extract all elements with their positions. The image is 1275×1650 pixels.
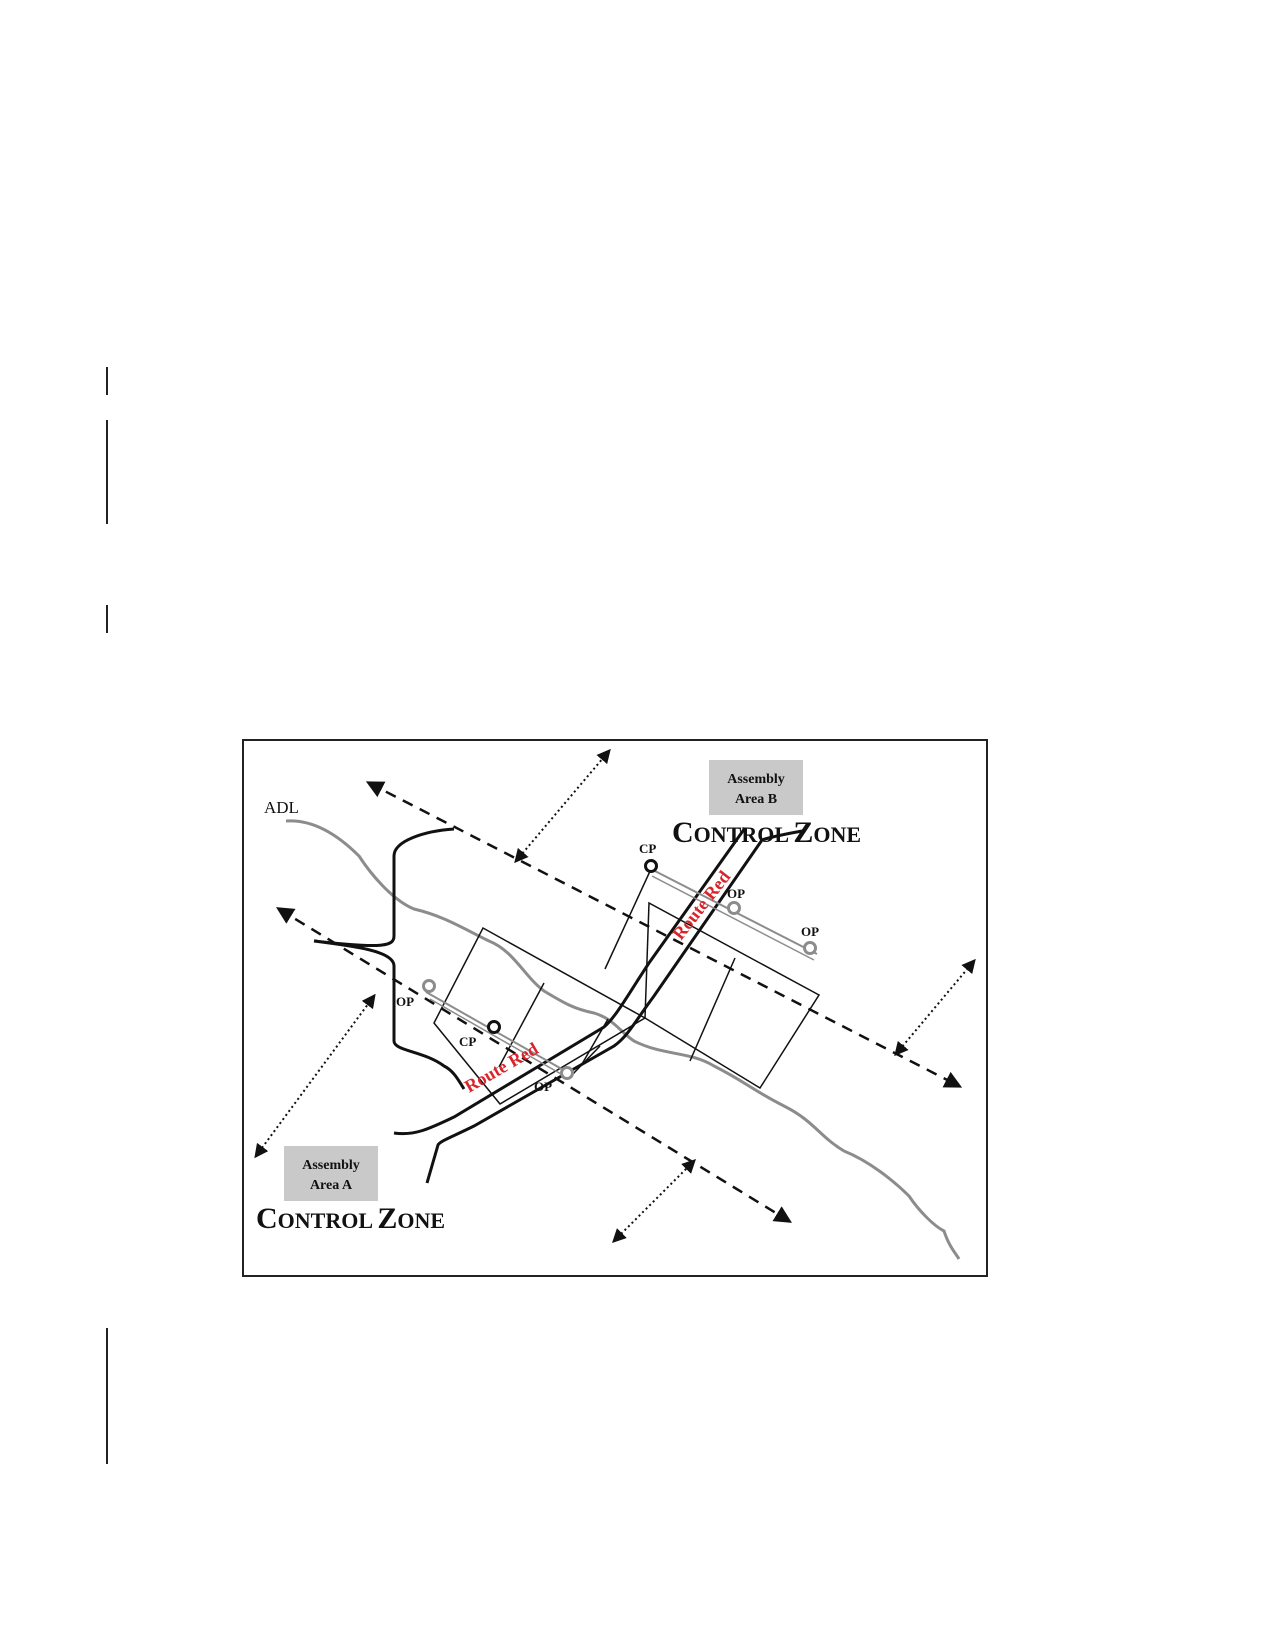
dotted-arrow-top xyxy=(514,748,611,864)
assembly-area-b-box xyxy=(709,760,803,815)
control-zone-diagram: CP CP OP OP OP OP ADL Route Red Route Re… xyxy=(254,748,976,1260)
route-red-road-edge-1 xyxy=(393,827,747,1136)
op-label-lower-1: OP xyxy=(396,994,414,1009)
dashed-boundary-lower xyxy=(276,907,792,1223)
assembly-area-b-line1: Assembly xyxy=(727,772,785,787)
cp-label-upper: CP xyxy=(639,841,656,856)
op-marker-upper-1 xyxy=(727,901,741,915)
control-zone-a-label: CONTROL ZONE xyxy=(256,1202,445,1235)
change-bar-4 xyxy=(106,1328,108,1464)
lane-line-1 xyxy=(498,982,545,1068)
op-marker-upper-2 xyxy=(803,941,817,955)
op-link-upper-inner xyxy=(651,875,815,961)
op-marker-lower-1 xyxy=(422,979,436,993)
dashed-boundary-upper xyxy=(365,781,963,1088)
change-bar-3 xyxy=(106,605,108,633)
assembly-area-a-line1: Assembly xyxy=(302,1158,360,1173)
op-marker-lower-2 xyxy=(560,1066,574,1080)
cp-marker-lower xyxy=(487,1020,501,1034)
control-zone-b-label: CONTROL ZONE xyxy=(672,816,861,849)
op-label-upper-2: OP xyxy=(801,924,819,939)
cp-link-lower xyxy=(571,1045,601,1076)
division-line xyxy=(313,827,466,1090)
dotted-arrow-left xyxy=(254,993,376,1159)
assembly-area-a-line2: Area A xyxy=(310,1178,353,1193)
cp-label-lower: CP xyxy=(459,1034,476,1049)
op-label-upper-1: OP xyxy=(727,886,745,901)
control-zone-figure: CP CP OP OP OP OP ADL Route Red Route Re… xyxy=(242,739,988,1277)
crossing-area-right xyxy=(644,901,821,1090)
route-red-road-edge-2 xyxy=(425,829,803,1184)
lane-line-3 xyxy=(689,957,736,1062)
assembly-area-a-box xyxy=(284,1146,378,1201)
assembly-area-b-line2: Area B xyxy=(735,792,777,807)
cp-link-upper xyxy=(604,868,652,970)
change-bar-2 xyxy=(106,420,108,524)
change-bar-1 xyxy=(106,367,108,395)
crossing-area-left xyxy=(433,926,647,1105)
adl-label: ADL xyxy=(264,798,299,817)
op-link-lower-inner xyxy=(429,998,569,1079)
dotted-arrow-bottom xyxy=(612,1159,696,1243)
dotted-arrow-right xyxy=(894,958,976,1057)
cp-marker-upper xyxy=(644,859,658,873)
op-label-lower-2: OP xyxy=(534,1079,552,1094)
